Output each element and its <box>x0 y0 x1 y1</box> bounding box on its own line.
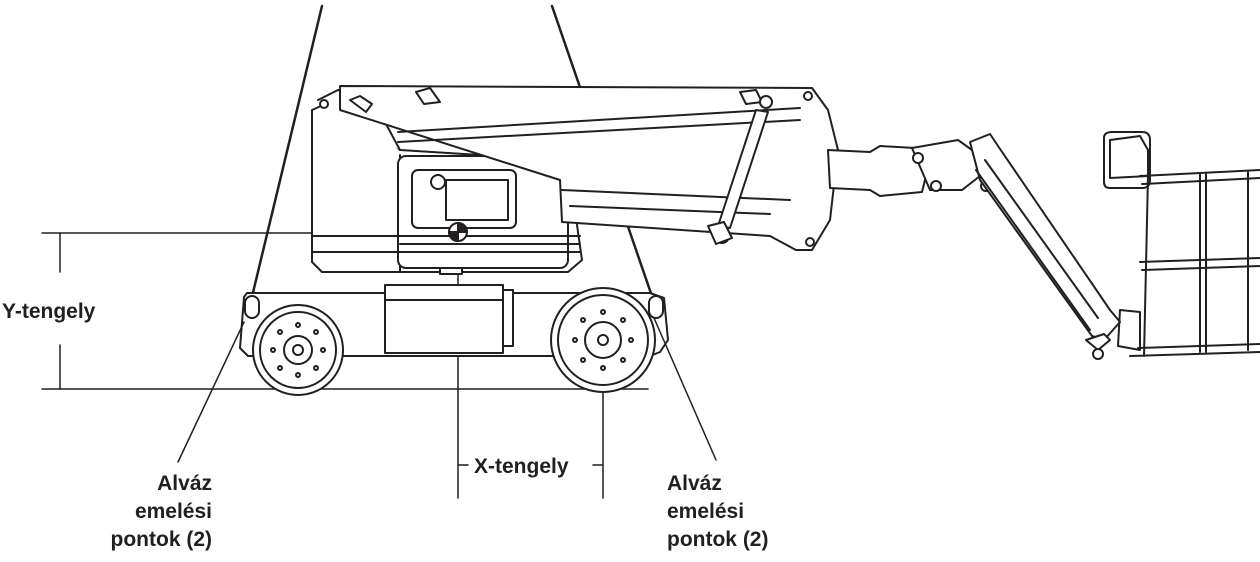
left-lift-points-label: Alváz emelési pontok (2) <box>60 470 212 554</box>
boom <box>319 85 839 251</box>
left-lifting-sling <box>248 4 324 307</box>
x-axis-label: X-tengely <box>474 455 569 478</box>
center-of-gravity-icon <box>448 222 468 242</box>
jib-boom <box>827 133 1121 360</box>
platform-basket <box>1103 131 1260 357</box>
right-lift-points-label: Alváz emelési pontok (2) <box>667 470 827 554</box>
right-lift-label-line-3: pontok (2) <box>667 528 769 551</box>
front-wheel <box>550 287 656 393</box>
y-axis-label: Y-tengely <box>2 300 96 323</box>
right-lift-point-leader <box>653 317 717 461</box>
left-lift-label-line-2: emelési <box>134 500 212 523</box>
left-lift-label-line-3: pontok (2) <box>110 528 212 551</box>
right-lift-label-line-1: Alváz <box>667 472 722 495</box>
left-lift-point-leader <box>177 321 245 463</box>
turntable <box>311 89 583 275</box>
battery-box <box>384 284 504 354</box>
right-lift-label-line-2: emelési <box>667 500 745 523</box>
rear-wheel <box>252 304 344 396</box>
left-lift-label-line-1: Alváz <box>157 472 212 495</box>
hydraulic-cylinder <box>707 95 773 245</box>
